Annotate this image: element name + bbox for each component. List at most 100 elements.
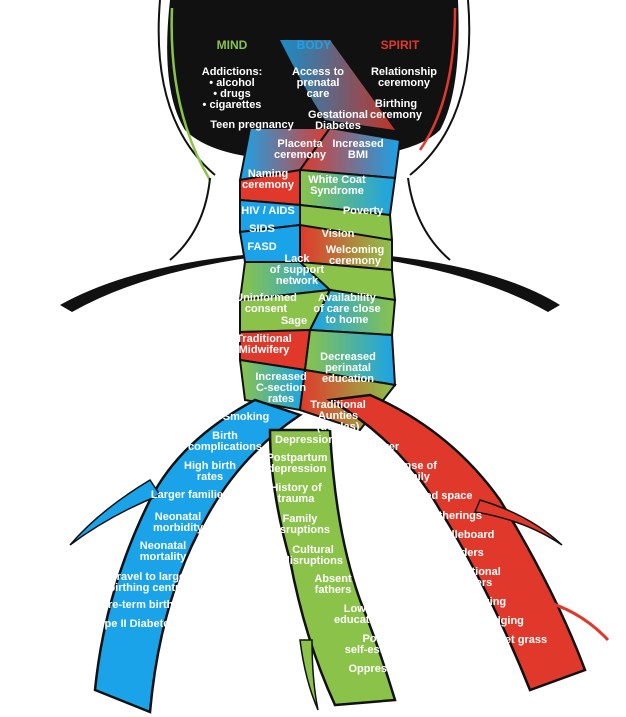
label-line: morbidity bbox=[153, 522, 204, 534]
label-line: of support bbox=[270, 264, 325, 276]
blue-strand-lower bbox=[93, 398, 303, 714]
right-shoulder bbox=[407, 177, 451, 261]
label-line: perinatal bbox=[325, 362, 371, 374]
label-line: Sweet grass bbox=[483, 634, 547, 646]
label-line: • drugs bbox=[213, 88, 250, 100]
head-outline-right bbox=[409, 0, 471, 176]
label-line: Neonatal bbox=[140, 540, 186, 552]
green-thread bbox=[170, 7, 212, 181]
label-line: Naming bbox=[248, 168, 288, 180]
label-line: Welcoming bbox=[326, 244, 384, 256]
label-line: Type II Diabetes bbox=[93, 618, 176, 630]
label-line: Availability bbox=[318, 292, 377, 304]
label-line: • cigarettes bbox=[203, 99, 262, 111]
label-sids: SIDS bbox=[249, 223, 275, 235]
label-line: self-esteem bbox=[345, 644, 406, 656]
label-type2-diabetes: Type II Diabetes bbox=[93, 618, 176, 630]
label-addictions: Addictions:• alcohol• drugs• cigarettes bbox=[202, 66, 263, 111]
label-oppression: Oppression bbox=[348, 663, 409, 675]
label-line: Poverty bbox=[343, 205, 384, 217]
label-line: Sense of bbox=[391, 460, 437, 472]
label-line: Cradleboard bbox=[430, 529, 495, 541]
label-line: Elders bbox=[450, 547, 484, 559]
label-line: Poor bbox=[362, 633, 388, 645]
label-line: Depression bbox=[275, 434, 335, 446]
header-body: BODY bbox=[297, 38, 332, 52]
label-line: of care close bbox=[313, 303, 380, 315]
label-line: network bbox=[276, 275, 319, 287]
label-hiv-aids: HIV / AIDS bbox=[241, 205, 294, 217]
label-line: prenatal bbox=[297, 77, 340, 89]
label-line: ceremony bbox=[378, 77, 431, 89]
blue-strand-top bbox=[280, 40, 395, 130]
label-line: education bbox=[334, 614, 386, 626]
label-line: Increased bbox=[332, 138, 383, 150]
label-line: Gestational bbox=[308, 109, 368, 121]
label-line: C-section bbox=[256, 382, 306, 394]
label-line: trauma bbox=[278, 493, 316, 505]
label-line: BMI bbox=[348, 149, 368, 161]
green-strand-lower bbox=[268, 428, 397, 707]
label-line: Decreased bbox=[320, 351, 376, 363]
label-line: Lack bbox=[284, 253, 310, 265]
red-feather bbox=[473, 499, 563, 546]
label-prayer: Prayer bbox=[365, 441, 400, 453]
right-arm bbox=[300, 250, 560, 312]
label-fasd: FASD bbox=[247, 241, 276, 253]
label-line: Smoking bbox=[223, 411, 269, 423]
label-line: Placenta bbox=[277, 138, 323, 150]
label-line: White Coat bbox=[308, 174, 366, 186]
label-line: FASD bbox=[247, 241, 276, 253]
label-line: birthing centres bbox=[108, 582, 191, 594]
label-line: Vision bbox=[322, 228, 355, 240]
label-line: (doulas) bbox=[317, 421, 360, 433]
header-spirit: SPIRIT bbox=[381, 38, 420, 52]
label-preterm-birth: Pre-term birth bbox=[101, 599, 174, 611]
label-line: Birthing bbox=[375, 98, 417, 110]
label-singing: Singing bbox=[466, 596, 506, 608]
label-line: Syndrome bbox=[310, 185, 364, 197]
label-line: Birth bbox=[212, 430, 238, 442]
label-line: Relationship bbox=[371, 66, 437, 78]
label-line: Larger families bbox=[151, 489, 229, 501]
label-line: HIV / AIDS bbox=[241, 205, 294, 217]
label-line: Diabetes bbox=[315, 120, 361, 132]
label-sacred-space: Sacred space bbox=[402, 490, 473, 502]
label-elders: Elders bbox=[450, 547, 484, 559]
label-line: consent bbox=[245, 303, 288, 315]
label-line: Traditional bbox=[445, 566, 501, 578]
label-line: mortality bbox=[140, 551, 187, 563]
label-line: Uninformed bbox=[235, 292, 297, 304]
label-larger-families: Larger families bbox=[151, 489, 229, 501]
label-gatherings: Gatherings bbox=[424, 510, 482, 522]
label-vision: Vision bbox=[322, 228, 355, 240]
label-line: Aunties bbox=[318, 410, 358, 422]
label-line: healers bbox=[454, 577, 493, 589]
label-line: History of bbox=[270, 482, 322, 494]
label-line: Lower bbox=[344, 603, 377, 615]
label-line: ceremony bbox=[274, 149, 327, 161]
label-line: Sacred space bbox=[402, 490, 473, 502]
label-depression: Depression bbox=[275, 434, 335, 446]
